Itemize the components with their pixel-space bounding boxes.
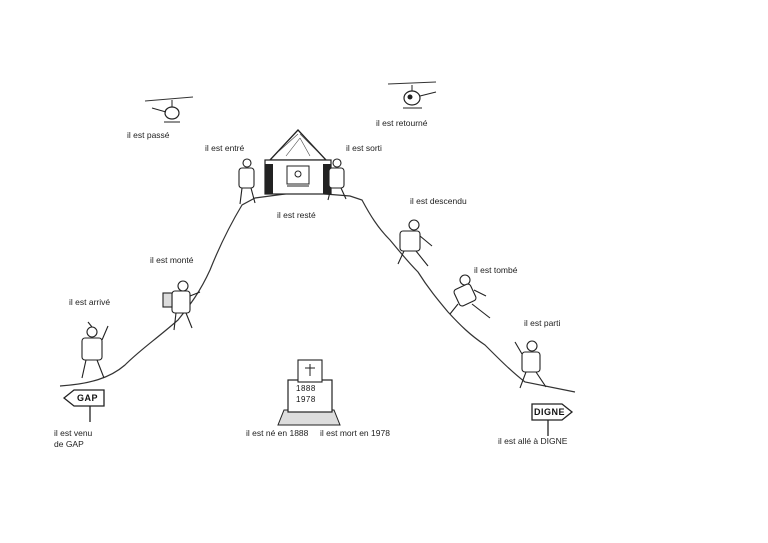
label-tombe: il est tombé bbox=[474, 265, 518, 275]
hiker-entering-figure bbox=[238, 158, 256, 205]
label-venu-line2: de GAP bbox=[54, 439, 84, 449]
hiker-descending-figure bbox=[397, 219, 433, 267]
hiker-fallen-figure bbox=[449, 274, 491, 319]
label-retourne: il est retourné bbox=[376, 118, 428, 128]
label-monte: il est monté bbox=[150, 255, 194, 265]
helicopter-icon bbox=[144, 96, 194, 123]
helicopter-icon bbox=[387, 81, 437, 109]
label-passe: il est passé bbox=[127, 130, 170, 140]
label-arrive: il est arrivé bbox=[69, 297, 111, 307]
label-mort: il est mort en 1978 bbox=[320, 428, 390, 438]
hiker-exiting-figure bbox=[327, 158, 347, 201]
label-venu-line1: il est venu bbox=[54, 428, 93, 438]
label-sorti: il est sorti bbox=[346, 143, 382, 153]
label-reste: il est resté bbox=[277, 210, 316, 220]
sign-digne-text: DIGNE bbox=[534, 407, 566, 417]
label-descendu: il est descendu bbox=[410, 196, 467, 206]
label-alle: il est allé à DIGNE bbox=[498, 436, 568, 446]
sign-gap bbox=[62, 389, 105, 422]
sign-digne bbox=[531, 403, 574, 436]
tombstone bbox=[277, 359, 341, 426]
hiker-leaving-figure bbox=[514, 340, 547, 389]
mountain-outline bbox=[59, 191, 576, 393]
hut bbox=[264, 129, 332, 195]
tombstone-death-year: 1978 bbox=[296, 395, 316, 404]
sign-gap-text: GAP bbox=[77, 393, 99, 403]
hiker-arrived-figure bbox=[81, 321, 109, 379]
label-ne: il est né en 1888 bbox=[246, 428, 309, 438]
label-parti: il est parti bbox=[524, 318, 561, 328]
hiker-climbing-figure bbox=[162, 280, 201, 331]
tombstone-birth-year: 1888 bbox=[296, 384, 316, 393]
label-entre: il est entré bbox=[205, 143, 245, 153]
